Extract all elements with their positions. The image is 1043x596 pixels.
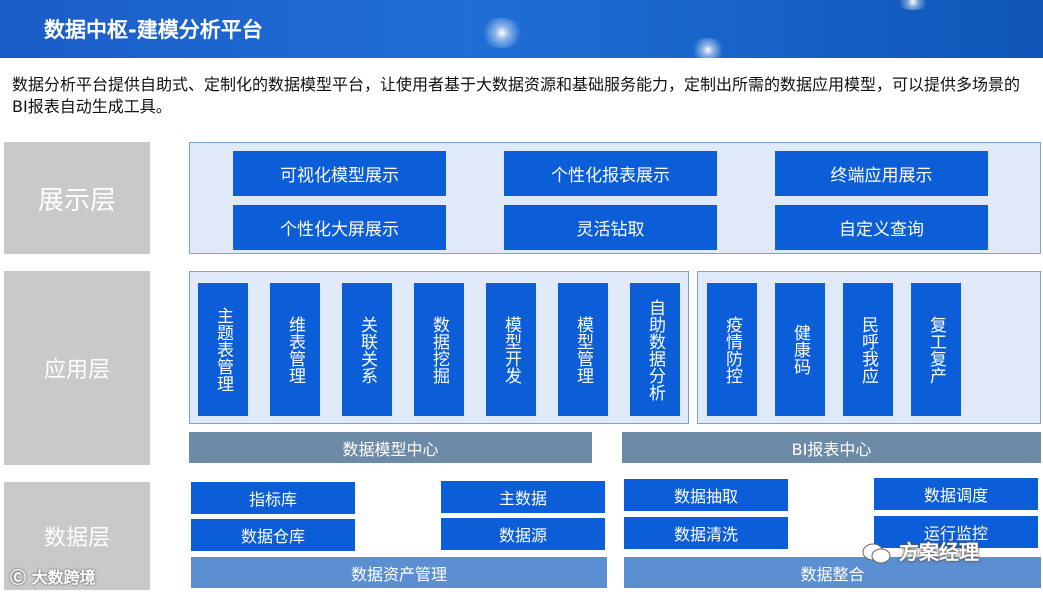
data-item: 指标库 xyxy=(191,482,355,514)
data-item: 数据清洗 xyxy=(624,517,788,549)
wechat-icon xyxy=(862,542,892,566)
application-layer-label: 应用层 xyxy=(4,271,150,465)
model-center-bar: 数据模型中心 xyxy=(189,432,592,463)
model-app-item: 维表管理 xyxy=(270,283,320,416)
bi-app-item: 疫情防控 xyxy=(707,283,757,416)
light-glow-decoration xyxy=(895,0,931,10)
bi-app-item: 复工复产 xyxy=(911,283,961,416)
data-item: 运行监控 xyxy=(874,516,1038,548)
bi-app-item: 民呼我应 xyxy=(843,283,893,416)
data-item: 数据调度 xyxy=(874,478,1038,510)
display-item: 自定义查询 xyxy=(775,205,988,250)
model-app-item: 主题表管理 xyxy=(198,283,248,416)
display-item: 个性化大屏展示 xyxy=(233,205,446,250)
light-glow-decoration xyxy=(690,38,726,62)
watermark-right: 方案经理 xyxy=(862,536,979,566)
light-glow-decoration xyxy=(480,18,524,48)
data-item: 主数据 xyxy=(441,481,605,513)
model-app-item: 关联关系 xyxy=(342,283,392,416)
display-item: 可视化模型展示 xyxy=(233,151,446,196)
display-item: 个性化报表展示 xyxy=(504,151,717,196)
model-app-item: 数据挖掘 xyxy=(414,283,464,416)
display-layer-label: 展示层 xyxy=(4,142,150,254)
watermark-logo-icon: Ⓒ xyxy=(10,568,32,587)
header-banner: 数据中枢-建模分析平台 xyxy=(0,0,1043,62)
asset-management-bar: 数据资产管理 xyxy=(191,557,607,588)
display-item: 灵活钻取 xyxy=(504,205,717,250)
data-item: 数据源 xyxy=(441,518,605,550)
data-layer-label: 数据层 xyxy=(4,482,150,590)
intro-text: 数据分析平台提供自助式、定制化的数据模型平台，让使用者基于大数据资源和基础服务能… xyxy=(12,75,1021,116)
page-title: 数据中枢-建模分析平台 xyxy=(44,18,263,42)
watermark-right-text: 方案经理 xyxy=(898,540,979,564)
model-app-item: 模型开发 xyxy=(486,283,536,416)
data-item: 数据仓库 xyxy=(191,519,355,551)
watermark-left: Ⓒ 大数跨境 xyxy=(10,564,96,588)
model-app-item: 自助数据分析 xyxy=(630,283,680,416)
data-item: 数据抽取 xyxy=(624,479,788,511)
display-item: 终端应用展示 xyxy=(775,151,988,196)
data-integration-bar: 数据整合 xyxy=(624,557,1041,588)
model-app-item: 模型管理 xyxy=(558,283,608,416)
bi-app-item: 健康码 xyxy=(775,283,825,416)
bi-center-bar: BI报表中心 xyxy=(622,432,1041,463)
watermark-left-text: 大数跨境 xyxy=(31,568,96,587)
